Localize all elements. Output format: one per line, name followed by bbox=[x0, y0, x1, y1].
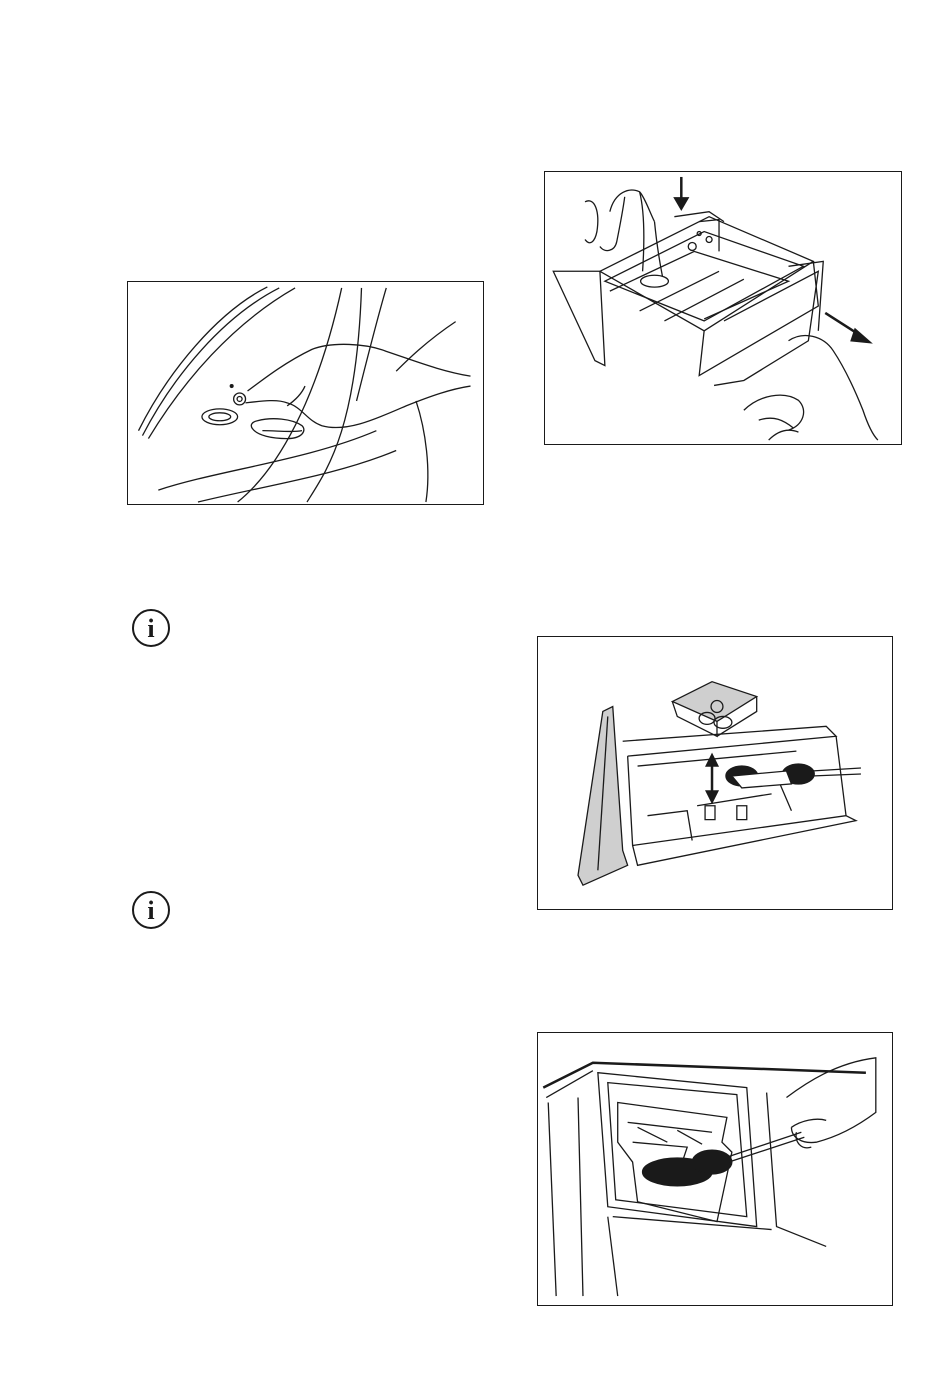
figure-drawer-brush bbox=[537, 636, 893, 910]
brush-cleaning-drawer-illustration bbox=[538, 637, 892, 909]
hands-removing-detergent-drawer-illustration bbox=[545, 172, 901, 444]
info-glyph: i bbox=[147, 896, 154, 925]
info-icon: i bbox=[131, 890, 171, 930]
hand-pressing-drum-seal-illustration bbox=[128, 282, 483, 504]
info-icon: i bbox=[131, 608, 171, 648]
info-glyph: i bbox=[147, 614, 154, 643]
figure-drawer-release bbox=[544, 171, 902, 445]
figure-recess-brush bbox=[537, 1032, 893, 1306]
figure-drum-seal bbox=[127, 281, 484, 505]
brush-cleaning-drawer-recess-illustration bbox=[538, 1033, 892, 1305]
